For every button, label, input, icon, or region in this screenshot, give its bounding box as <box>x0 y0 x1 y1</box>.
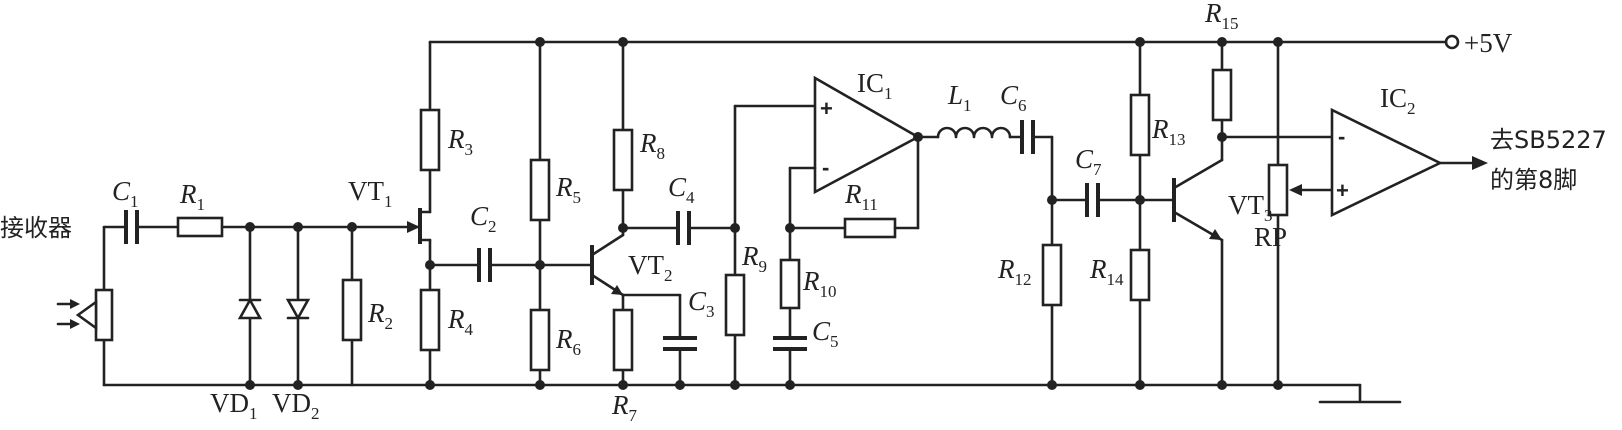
label-r14: R14 <box>1089 254 1124 289</box>
label-r15: R15 <box>1204 0 1239 33</box>
inductor-l1 <box>936 126 1022 139</box>
resistor-r9 <box>724 104 746 390</box>
ic2-minus-sign: - <box>1338 124 1345 149</box>
opamp-ic1 <box>733 75 940 230</box>
resistor-r15 <box>1211 37 1334 142</box>
diode-vd2 <box>285 222 311 390</box>
label-r2: R2 <box>367 298 393 333</box>
label-r11: R11 <box>844 179 878 214</box>
label-r12: R12 <box>997 254 1032 289</box>
potentiometer-rp <box>1267 37 1334 390</box>
output-label-line1: 去SB5227 <box>1490 126 1607 154</box>
capacitor-c7 <box>1050 183 1174 217</box>
label-supply: +5V <box>1464 28 1513 58</box>
transistor-vt3 <box>1172 135 1227 390</box>
capacitor-c4 <box>621 211 737 245</box>
label-r3: R3 <box>447 124 473 159</box>
ic1-minus-sign: - <box>822 155 829 180</box>
label-l1: L1 <box>947 80 972 115</box>
label-r10: R10 <box>802 266 837 301</box>
label-vt1: VT1 <box>348 176 393 211</box>
resistor-r2 <box>341 222 363 387</box>
label-c6: C6 <box>1000 80 1027 115</box>
label-ic1: IC1 <box>857 68 893 103</box>
resistor-r10 <box>779 226 801 338</box>
label-vd2: VD2 <box>272 388 320 423</box>
label-vt3: VT3 <box>1228 190 1273 225</box>
label-c7: C7 <box>1075 144 1102 179</box>
label-r7: R7 <box>611 390 638 425</box>
label-r5: R5 <box>555 172 581 207</box>
diode-vd1 <box>237 222 263 390</box>
supply-rail <box>428 34 1460 112</box>
label-ic2: IC2 <box>1380 83 1416 118</box>
receiver-label: 接收器 <box>0 214 72 242</box>
label-r13: R13 <box>1151 114 1186 149</box>
resistor-r13 <box>1129 37 1151 387</box>
ic2-plus-sign: + <box>1336 178 1349 203</box>
receiver-photodiode <box>56 225 126 387</box>
label-c2: C2 <box>470 201 497 236</box>
label-vt2: VT2 <box>628 250 673 285</box>
label-c1: C1 <box>112 176 139 211</box>
resistor-r14 <box>1129 248 1151 390</box>
capacitor-c6 <box>1020 120 1054 202</box>
capacitor-c1 <box>124 210 180 244</box>
resistor-r7 <box>612 308 634 390</box>
label-r1: R1 <box>179 179 205 214</box>
transistor-vt1 <box>407 168 432 387</box>
resistor-r12 <box>1041 195 1063 390</box>
resistor-r11 <box>785 135 920 239</box>
label-r8: R8 <box>639 128 665 163</box>
capacitor-c5 <box>773 336 807 390</box>
label-c4: C4 <box>668 172 695 207</box>
label-rp: RP <box>1254 222 1287 252</box>
resistor-r1 <box>176 216 422 238</box>
label-c3: C3 <box>688 286 715 321</box>
resistor-r8 <box>612 37 634 233</box>
ic1-plus-sign: + <box>820 96 833 121</box>
output-label-line2: 的第8脚 <box>1490 166 1577 194</box>
label-r6: R6 <box>555 324 581 359</box>
label-r4: R4 <box>447 304 474 339</box>
resistor-r5 <box>529 37 551 387</box>
capacitor-c3 <box>621 293 697 390</box>
capacitor-c2 <box>428 248 592 282</box>
label-r9: R9 <box>741 241 767 276</box>
opamp-ic2 <box>1330 107 1488 218</box>
component-labels: 接收器 C1 R1 R2 R3 R4 R5 R6 R7 R8 R9 R10 R1… <box>0 0 1607 425</box>
label-vd1: VD1 <box>210 388 258 423</box>
resistor-r6 <box>529 308 551 390</box>
label-c5: C5 <box>812 316 839 351</box>
resistor-r3 <box>419 108 441 172</box>
